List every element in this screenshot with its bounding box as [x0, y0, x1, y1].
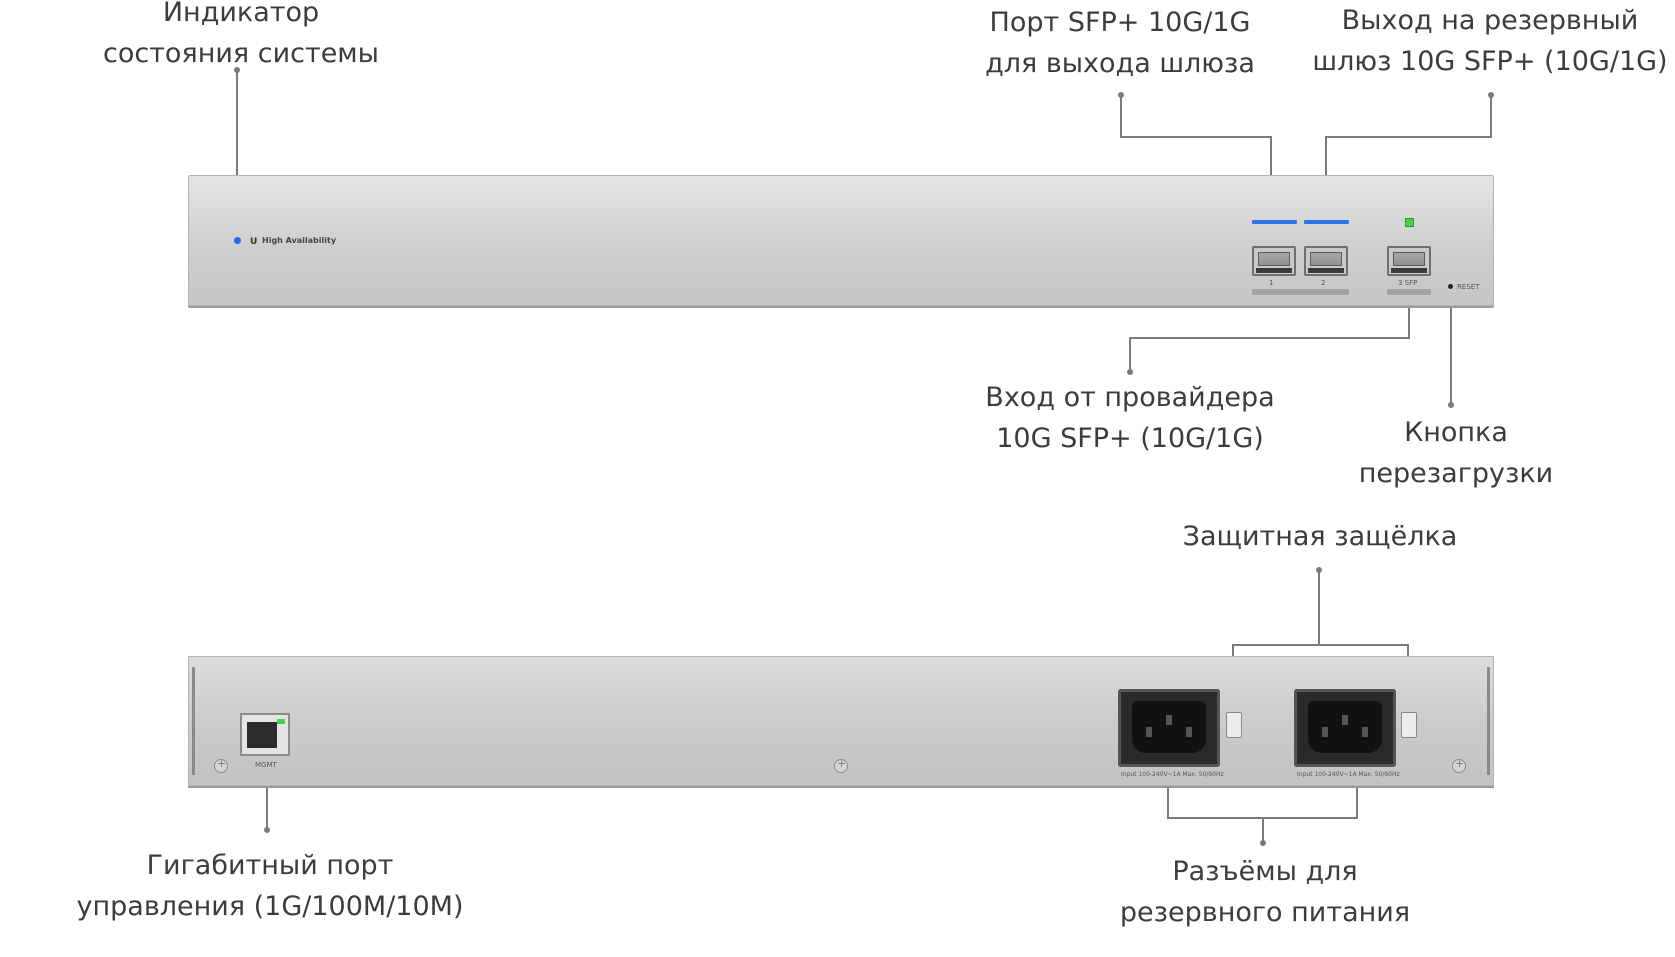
rear-panel: MGMT Input 100-240V~1A Max. 50/60Hz Inpu… — [188, 656, 1494, 786]
callout-status-led: Индикатор состояния системы — [103, 0, 379, 69]
power-spec-1: Input 100-240V~1A Max. 50/60Hz — [1121, 771, 1224, 778]
sfp-port-3-isp[interactable] — [1387, 246, 1431, 276]
rj45-socket — [247, 722, 277, 748]
power-connector-2[interactable] — [1294, 689, 1396, 767]
sfp-port-3-cage — [1393, 252, 1425, 266]
latch-2[interactable] — [1401, 712, 1417, 738]
callout-mgmt-port: Гигабитный порт управления (1G/100M/10M) — [76, 850, 464, 922]
callout-latch: Защитная защёлка — [1182, 521, 1458, 552]
sfp-port-3-mouth — [1391, 268, 1427, 273]
status-led — [234, 237, 241, 244]
sfp3-link-led — [1405, 218, 1414, 227]
sfp1-link-bar — [1252, 220, 1297, 224]
ubiquiti-logo-icon: U — [250, 237, 258, 247]
callout-power-connectors: Разъёмы для резервного питания — [1119, 856, 1411, 928]
reset-button[interactable] — [1448, 284, 1453, 289]
isp-input-leader — [1129, 308, 1410, 372]
rear-screw-center — [834, 757, 848, 773]
power-socket-1 — [1132, 701, 1206, 753]
rear-screw-left — [214, 757, 228, 773]
callout-sfp-gateway: Порт SFP+ 10G/1G для выхода шлюза — [985, 7, 1255, 79]
rear-screw-right — [1452, 757, 1466, 773]
sfp-port-1-mouth — [1256, 268, 1292, 273]
sfp-gateway-leader — [1120, 95, 1272, 175]
latch-1[interactable] — [1226, 712, 1242, 738]
sfp-pair-base — [1252, 289, 1349, 295]
sfp3-number-label: 3 SFP — [1398, 279, 1418, 287]
rear-right-edge — [1487, 667, 1490, 775]
mgmt-link-led — [277, 719, 285, 724]
sfp1-number-label: 1 — [1269, 279, 1274, 287]
power-spec-2: Input 100-240V~1A Max. 50/60Hz — [1297, 771, 1400, 778]
power-connector-1[interactable] — [1118, 689, 1220, 767]
mgmt-rj45-port[interactable] — [240, 713, 290, 756]
sfp2-link-bar — [1304, 220, 1349, 224]
callout-isp-input: Вход от провайдера 10G SFP+ (10G/1G) — [985, 382, 1275, 454]
sfp-port-2-mouth — [1308, 268, 1344, 273]
power-socket-2 — [1308, 701, 1382, 753]
sfp2-number-label: 2 — [1321, 279, 1326, 287]
sfp-port-2-cage — [1310, 252, 1342, 266]
front-panel: U High Availability 1 2 3 SFP RESET — [188, 175, 1494, 306]
reset-label: RESET — [1457, 283, 1480, 291]
front-brand-text: High Availability — [262, 236, 337, 245]
sfp-port-1[interactable] — [1252, 246, 1296, 276]
rear-left-edge — [192, 667, 195, 775]
sfp-port-2[interactable] — [1304, 246, 1348, 276]
backup-gateway-leader — [1325, 95, 1492, 175]
sfp-port-1-cage — [1258, 252, 1290, 266]
power-leader-bracket — [1167, 786, 1358, 819]
callout-reset: Кнопка перезагрузки — [1358, 417, 1554, 489]
mgmt-label: MGMT — [255, 761, 277, 769]
sfp3-base — [1387, 289, 1431, 295]
callout-backup-gateway: Выход на резервный шлюз 10G SFP+ (10G/1G… — [1312, 5, 1668, 77]
